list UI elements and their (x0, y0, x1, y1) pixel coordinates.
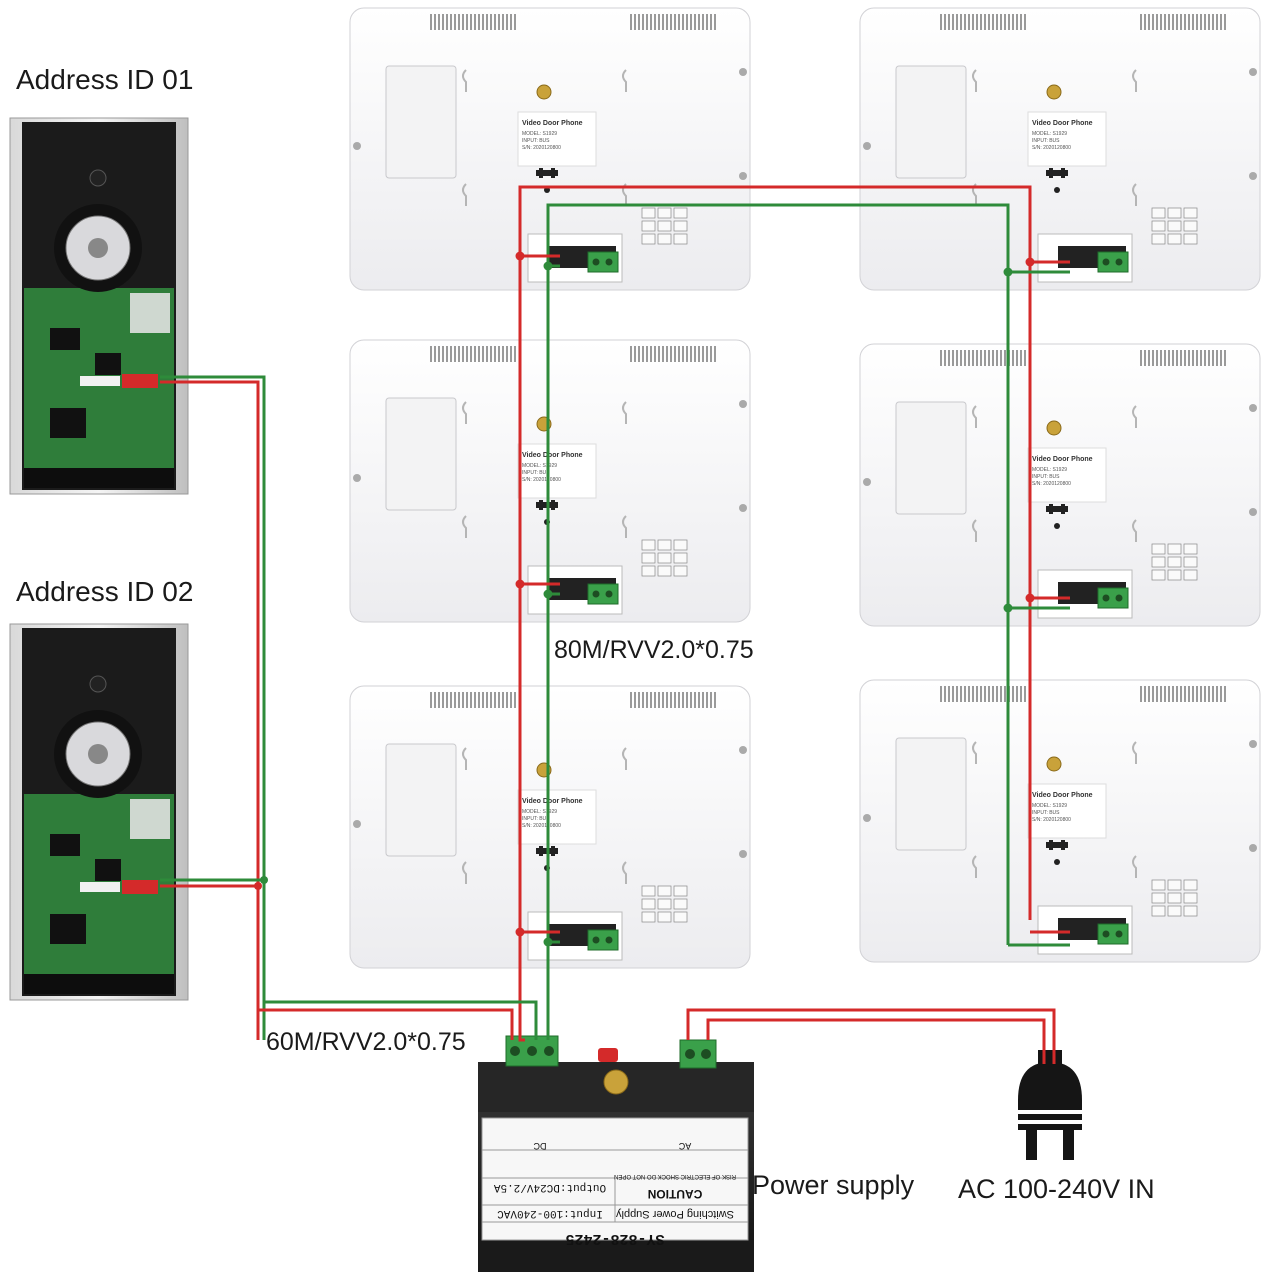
power-supply-caution: CAUTION (648, 1187, 703, 1201)
ac-input-caption: AC 100-240V IN (958, 1174, 1155, 1204)
monitor-heading: Video Door Phone (522, 120, 583, 127)
monitor-heading: Video Door Phone (1032, 456, 1093, 463)
monitor-model: MODEL: S1929 (1032, 803, 1067, 809)
outdoor-unit (9, 117, 189, 495)
wire-junctions (254, 251, 1035, 947)
power-supply (478, 1035, 754, 1272)
monitor-heading: Video Door Phone (522, 452, 583, 459)
monitor-heading: Video Door Phone (522, 798, 583, 805)
monitor-input: INPUT: BUS (522, 138, 550, 144)
monitor-sn: S/N: 2020120800 (1032, 145, 1071, 151)
monitor-sn: S/N: 2020120800 (522, 145, 561, 151)
monitor-heading: Video Door Phone (1032, 792, 1093, 799)
ac-plug-icon (1018, 1050, 1082, 1160)
monitor-input: INPUT: BUS (1032, 810, 1060, 816)
monitor-sn: S/N: 2020120800 (522, 477, 561, 483)
power-supply-input: Input:100-240VAC (497, 1207, 603, 1219)
outdoor-unit (9, 623, 189, 1001)
monitor-sn: S/N: 2020120800 (1032, 481, 1071, 487)
monitor-model: MODEL: S1929 (1032, 131, 1067, 137)
power-supply-model: SY-828-2425 (565, 1230, 664, 1247)
power-supply-warning: RISK OF ELECTRIC SHOCK DO NOT OPEN (614, 1173, 736, 1179)
monitor-model: MODEL: S1929 (522, 463, 557, 469)
monitor-heading: Video Door Phone (1032, 120, 1093, 127)
red-wire (518, 185, 1032, 1042)
wiring (160, 185, 1070, 1064)
monitor-sn: S/N: 2020120800 (522, 823, 561, 829)
indoor-cable-label: 80M/RVV2.0*0.75 (554, 636, 754, 664)
power-supply-output: Output:DC24V/2.5A (493, 1181, 606, 1193)
power-supply-caption: Power supply (752, 1170, 915, 1200)
green-wire (546, 203, 1010, 1040)
outdoor-unit-label-2: Address ID 02 (16, 576, 194, 607)
monitor-sn: S/N: 2020120800 (1032, 817, 1071, 823)
monitor-input: INPUT: BUS (1032, 138, 1060, 144)
outdoor-cable-label: 60M/RVV2.0*0.75 (266, 1028, 466, 1056)
power-supply-name: Switching Power Supply (616, 1208, 735, 1220)
monitor-input: INPUT: BUS (1032, 474, 1060, 480)
power-supply-text: SY-828-2425 Switching Power Supply Input… (493, 1141, 735, 1247)
outdoor-unit-label-1: Address ID 01 (16, 64, 194, 95)
monitor-model: MODEL: S1929 (1032, 467, 1067, 473)
monitor-model: MODEL: S1929 (522, 809, 557, 815)
monitor-input: INPUT: BUS (522, 816, 550, 822)
power-supply-dc-label: DC (533, 1141, 546, 1151)
power-supply-ac-label: AC (678, 1141, 691, 1151)
monitor-model: MODEL: S1929 (522, 131, 557, 137)
monitor-input: INPUT: BUS (522, 470, 550, 476)
